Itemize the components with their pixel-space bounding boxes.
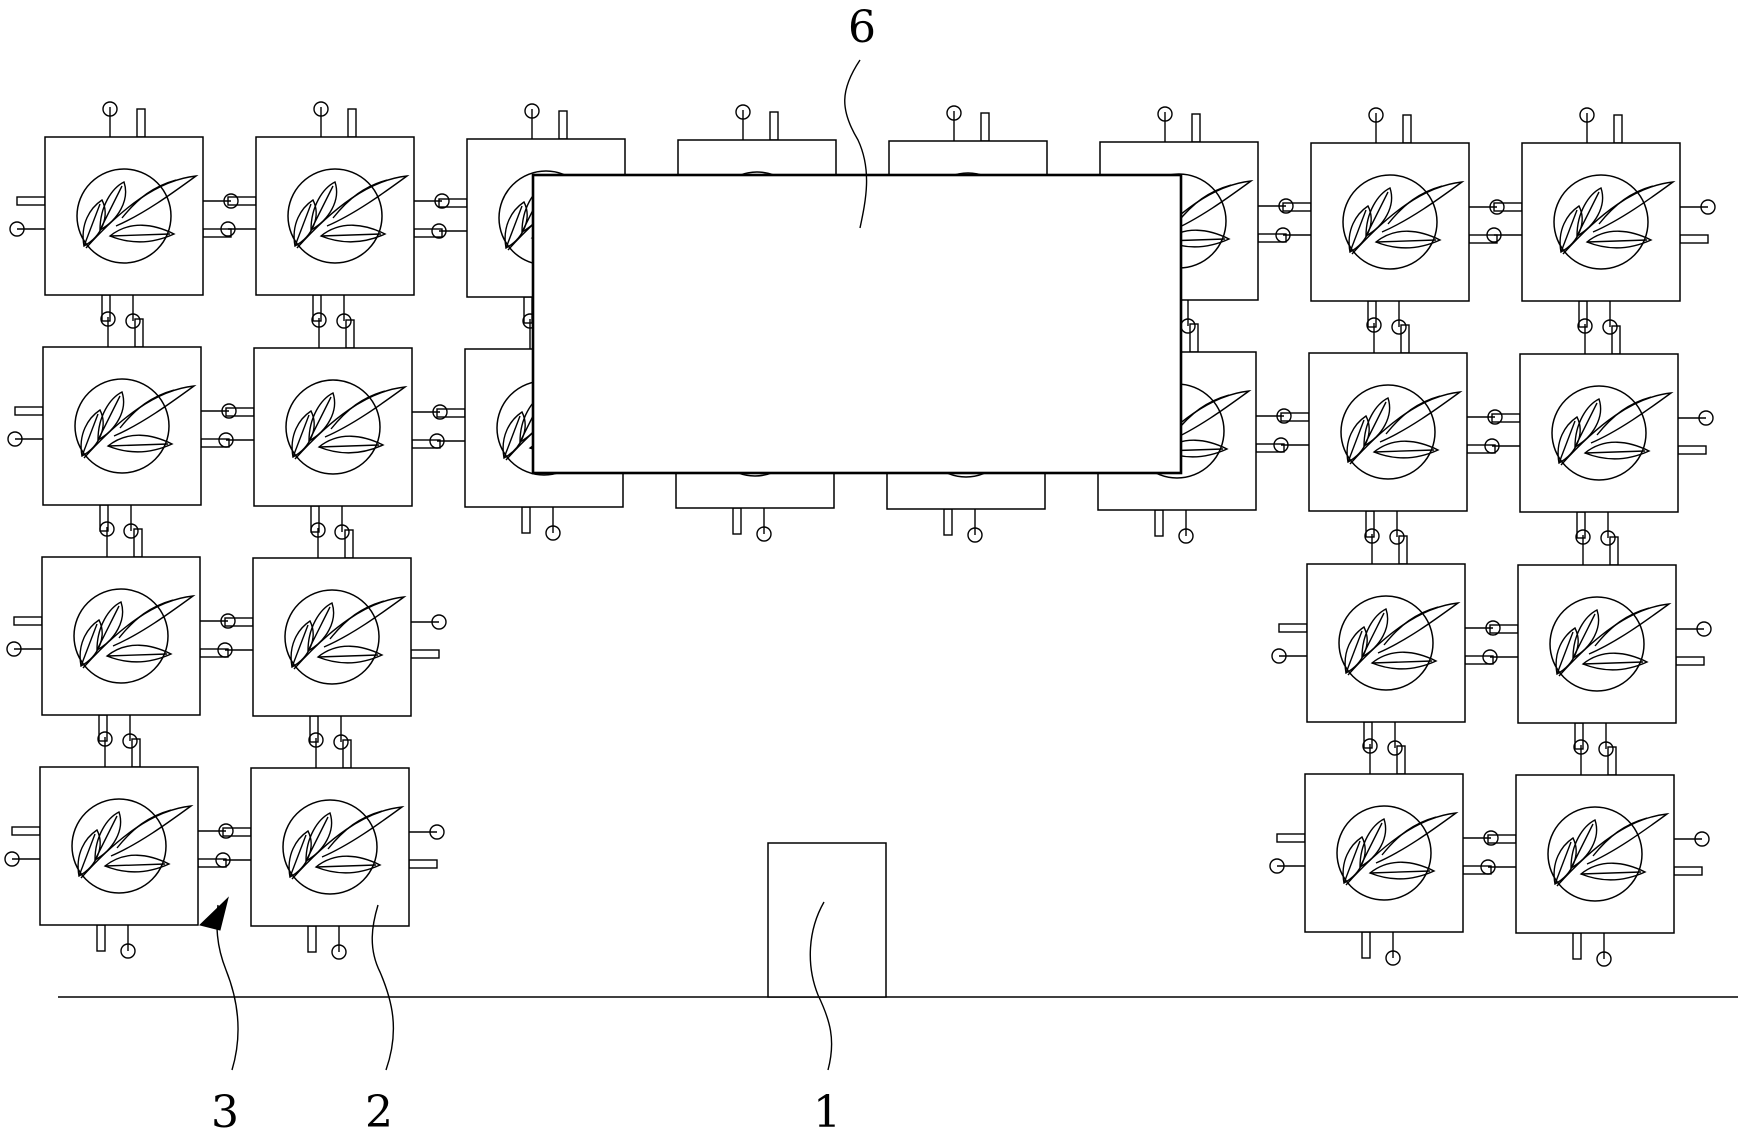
label-6: 6 xyxy=(848,2,876,53)
leader-line-1 xyxy=(809,901,833,1071)
module-2 xyxy=(220,101,450,329)
module-16 xyxy=(1484,318,1714,546)
module-23 xyxy=(1269,738,1499,966)
module-17 xyxy=(6,521,236,749)
module-21 xyxy=(4,731,234,959)
module-20 xyxy=(1482,529,1712,757)
module-7 xyxy=(1275,107,1505,335)
module-19 xyxy=(1271,528,1501,756)
module-9 xyxy=(7,311,237,539)
module-24 xyxy=(1480,739,1710,967)
label-2: 2 xyxy=(365,1087,393,1135)
component-1-box xyxy=(767,842,887,998)
module-10 xyxy=(218,312,448,540)
module-22 xyxy=(215,732,445,960)
leader-line-2 xyxy=(371,904,395,1071)
label-1: 1 xyxy=(813,1087,841,1135)
module-18 xyxy=(217,522,447,750)
module-1 xyxy=(9,101,239,329)
module-8 xyxy=(1486,107,1716,335)
module-15 xyxy=(1273,317,1503,545)
label-3: 3 xyxy=(211,1087,239,1135)
arrowhead-3 xyxy=(199,896,229,931)
component-6-box xyxy=(531,173,1183,475)
leader-line-6 xyxy=(844,59,868,229)
